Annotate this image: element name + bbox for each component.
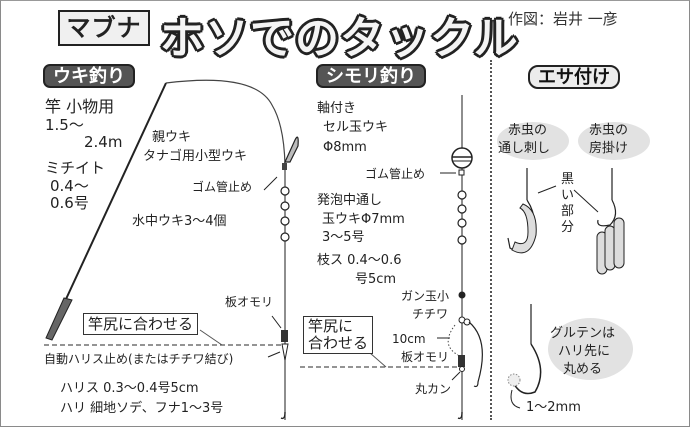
rod-length-max: 2.4m (84, 133, 123, 151)
main-float-type: タナゴ用小型ウキ (143, 149, 248, 164)
plate-sinker-label: 板オモリ (225, 295, 274, 309)
mainline-size-max: 0.6号 (50, 194, 89, 212)
shimori-sinker-label: 板オモリ (401, 350, 450, 364)
threaded-label-2: 通し刺し (498, 141, 551, 156)
rubber-stopper-label: ゴム管止め (192, 180, 253, 194)
gluten-label-3: 丸める (563, 362, 603, 377)
mainline-size-min: 0.4〜 (50, 177, 89, 195)
rod-butt-note: 竿尻に合わせる (83, 313, 199, 335)
gluten-hook-icon (511, 343, 542, 395)
threaded-label-1: 赤虫の (508, 123, 548, 138)
cell-float-label-1: 軸付き (317, 101, 357, 116)
gluten-ball-icon (507, 373, 521, 387)
cell-float-label-2: セル玉ウキ (323, 120, 389, 135)
black-part-label: 黒 い 部 分 (561, 172, 575, 235)
gluten-blob (548, 318, 633, 380)
cell-float-icon (451, 147, 473, 176)
bunch-label-1: 赤虫の (589, 123, 629, 138)
mainline-label: ミチイト (45, 159, 106, 177)
split-shot-label: ガン玉小 (401, 289, 450, 303)
main-line (165, 79, 286, 420)
sub-floats-label: 水中ウキ3〜4個 (132, 214, 227, 229)
ten-cm-label: 10cm (392, 332, 426, 346)
rod-length-min: 1.5〜 (45, 116, 84, 134)
bunch-label-2: 房掛け (589, 141, 629, 156)
sinker-icon (281, 330, 288, 342)
bloodworm-bunch-icon (596, 217, 625, 275)
page-title: ホソでのタックル (159, 12, 519, 65)
cell-float-size: Φ8mm (323, 140, 367, 155)
gluten-label-1: グルテンは (550, 326, 616, 341)
bloodworm-icon (511, 203, 537, 254)
branch-line-spec-1: 枝ス 0.4〜0.6 (317, 253, 402, 268)
rod-icon (45, 82, 167, 341)
hook-spec: ハリ 細地ソデ、フナ1〜3号 (60, 401, 224, 416)
hook-icon (280, 411, 286, 420)
main-float-label: 親ウキ (152, 130, 192, 145)
section-label-shimori: シモリ釣り (316, 64, 426, 88)
loop-label: チチワ (412, 307, 449, 321)
rod-spec-title: 竿 小物用 (45, 97, 115, 116)
rod-butt-line-1: 竿尻に (308, 317, 354, 335)
leader-spec: ハリス 0.3〜0.4号5cm (60, 381, 199, 396)
branch-line (468, 321, 483, 388)
swivel-ring-label: 丸カン (415, 382, 452, 396)
bait-blob-1 (497, 122, 569, 160)
foam-float-label-1: 発泡中通し (317, 193, 383, 208)
foam-float-size: 3〜5号 (322, 230, 365, 245)
float-icon (282, 136, 299, 170)
section-label-bait: エサ付け (528, 65, 620, 89)
foam-float-label-2: 玉ウキΦ7mm (322, 212, 405, 227)
foam-beads-icon (457, 190, 467, 245)
credit-text: 作図：岩井 一彦 (508, 10, 618, 28)
fish-tag: マブナ (58, 10, 150, 46)
bait-blob-2 (578, 122, 650, 160)
gluten-size-label: 1〜2mm (526, 400, 581, 415)
shimori-rubber-stopper: ゴム管止め (365, 167, 426, 181)
section-divider (490, 60, 492, 420)
branch-line-spec-2: 号5cm (355, 272, 397, 287)
shimori-rod-butt-note: 竿尻に 合わせる (303, 316, 374, 354)
section-label-uki: ウキ釣り (43, 64, 135, 88)
gluten-label-2: ハリ先に (558, 344, 611, 359)
sinker-beads-icon (280, 186, 290, 242)
split-shot-icon (458, 291, 466, 299)
swivel-label: 自動ハリス止め(またはチチワ結び) (44, 352, 234, 366)
rod-butt-line-2: 合わせる (308, 334, 369, 352)
